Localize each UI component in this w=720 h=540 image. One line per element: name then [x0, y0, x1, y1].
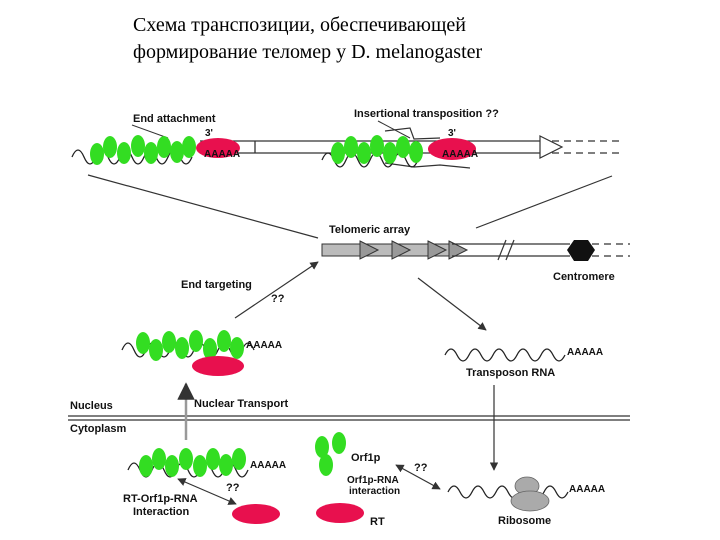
polya-label-ribosome: AAAAA: [569, 484, 605, 495]
converge-line-right: [475, 175, 613, 229]
end-attachment-region: End attachment 3' AAAAA: [71, 113, 620, 165]
ribosome-large-subunit: [510, 490, 550, 512]
converge-line-left: [87, 174, 319, 239]
orf1p-cluster-insert: [331, 135, 423, 164]
end-targeting-qq: ??: [271, 293, 285, 305]
slide-title: Схема транспозиции, обеспечивающей форми…: [133, 12, 693, 66]
insertional-transposition-label: Insertional transposition ??: [354, 108, 499, 120]
ribosome-region: AAAAA Ribosome: [447, 476, 605, 527]
ribosome-label: Ribosome: [498, 515, 551, 527]
title-line-2: формирование теломер у D. melanogaster: [133, 41, 483, 63]
rt-orf1p-label-2: Interaction: [133, 506, 190, 518]
rt-protein-free-2: [316, 503, 364, 523]
end-targeting-arrow: [234, 261, 319, 319]
cytoplasm-rnp: AAAAA: [127, 448, 286, 478]
orf1p-interaction-qq: ??: [414, 462, 428, 474]
rt-protein-free-1: [232, 504, 280, 524]
insertional-transposition-region: Insertional transposition ?? 3' AAAAA: [321, 108, 499, 169]
telomeric-array-region: Telomeric array Centromere: [321, 224, 630, 283]
polya-label-2: AAAAA: [442, 149, 478, 160]
rt-label: RT: [370, 516, 385, 528]
transposon-rna-label: Transposon RNA: [466, 367, 555, 379]
orf1p-rna-label: Orf1p-RNA: [347, 475, 399, 486]
rt-protein-insert: [428, 138, 476, 160]
three-prime-label-2: 3': [448, 128, 456, 139]
polya-label-transposon: AAAAA: [567, 347, 603, 358]
rt-orf1p-label: RT-Orf1p-RNA: [123, 493, 198, 505]
nuclear-membrane: Nucleus Cytoplasm: [68, 400, 630, 435]
three-prime-label: 3': [205, 128, 213, 139]
polya-label-cyto: AAAAA: [250, 460, 286, 471]
transposon-rna: AAAAA Transposon RNA: [444, 347, 603, 379]
transposon-arrow-icon: [539, 135, 564, 159]
rt-orf1p-interaction-arrow: [177, 478, 237, 505]
polya-label-rnp: AAAAA: [246, 340, 282, 351]
rt-interaction-qq: ??: [226, 482, 240, 494]
orf1p-rna-label-2: interaction: [349, 486, 400, 497]
end-attachment-pointer: [131, 124, 169, 139]
rt-protein: [196, 138, 240, 158]
end-attachment-label: End attachment: [133, 113, 216, 125]
rnp-complex: AAAAA: [121, 330, 282, 376]
cytoplasm-label: Cytoplasm: [70, 423, 126, 435]
centromere-label: Centromere: [553, 271, 615, 283]
polya-label: AAAAA: [204, 149, 240, 160]
centromere-icon: [567, 240, 595, 261]
end-targeting-label: End targeting: [181, 279, 252, 291]
title-line-1: Схема транспозиции, обеспечивающей: [133, 14, 466, 36]
telomeric-array-label: Telomeric array: [329, 224, 411, 236]
transcription-arrow: [417, 277, 487, 331]
nucleus-label: Nucleus: [70, 400, 113, 412]
orf1p-rna-interaction-arrow: [395, 464, 441, 490]
orf1p-label: Orf1p: [351, 452, 381, 464]
orf1p-free: [315, 432, 346, 476]
nuclear-transport-label: Nuclear Transport: [194, 398, 288, 410]
orf1p-cluster: [90, 135, 196, 165]
